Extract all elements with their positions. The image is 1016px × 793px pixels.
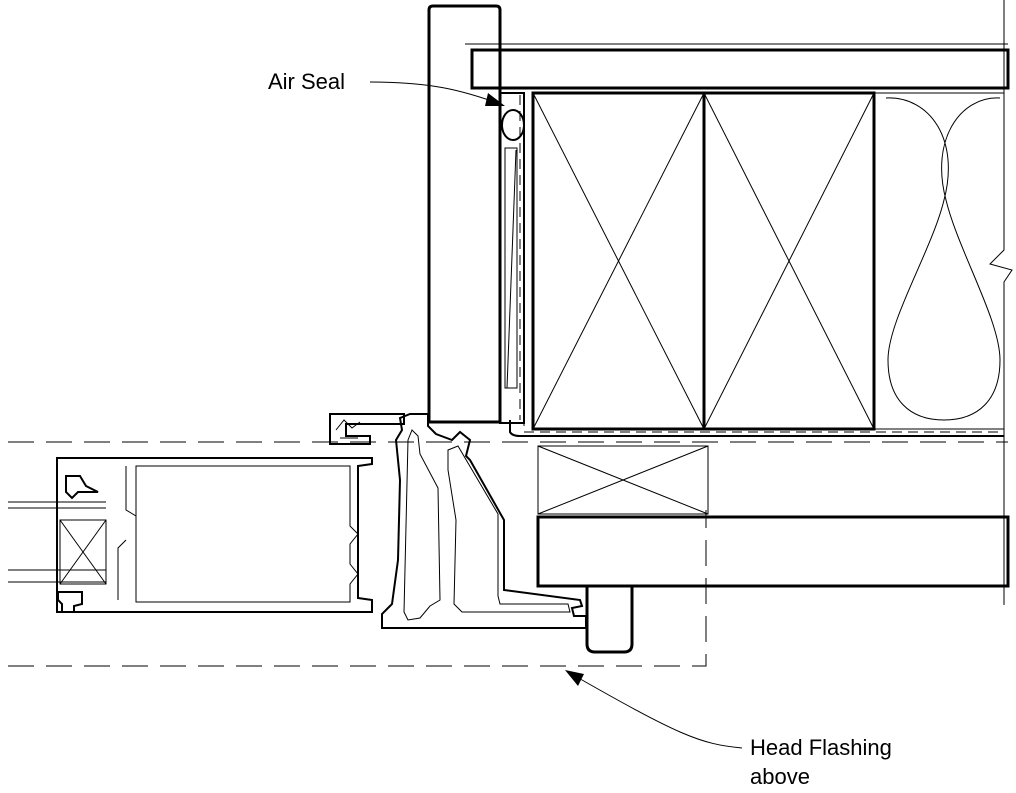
window-frame-cavity [135,465,359,603]
head-flashing-arrowhead [565,670,584,686]
lower-member [536,515,1010,588]
head-flashing-leader [567,671,743,749]
air-seal-arrowhead [485,93,505,106]
insulation-outline [874,92,1004,430]
blocking-box [537,445,709,515]
glazing-x2 [59,519,107,585]
frame-inner-profile [403,429,441,621]
backer-strip [504,147,518,389]
glass-lines [8,501,106,583]
drip-stop [585,586,634,654]
wall-break-line [989,0,1013,605]
head-flashing-label-line1: Head Flashing [750,735,892,760]
insulation-squiggle [885,97,1001,421]
head-flashing-label-line2: above [750,764,810,789]
strip-diagonal [506,149,517,389]
frame-clip [329,413,405,445]
head-flashing-outline [8,441,1008,667]
glazing-box [59,519,107,585]
frame-web-left [117,466,137,600]
trim-board [427,4,502,424]
gasket-bottom [57,591,83,613]
blocking-x2 [537,445,709,515]
frame-clip-inner [335,419,361,439]
top-member [470,48,1010,90]
gasket-top [65,475,99,500]
frame-outer-profile [381,413,587,629]
frame-inner-profile-2 [447,445,571,613]
air-seal-label: Air Seal [268,69,345,94]
header-box-right-x2 [703,92,875,430]
header-box-left-x2 [532,92,705,430]
membrane-line [509,420,1004,437]
air-seal-leader [369,81,501,105]
header-box-right [702,91,876,431]
window-frame-body [56,457,373,613]
membrane-dashed [523,96,1004,433]
air-seal-rod [501,109,525,141]
